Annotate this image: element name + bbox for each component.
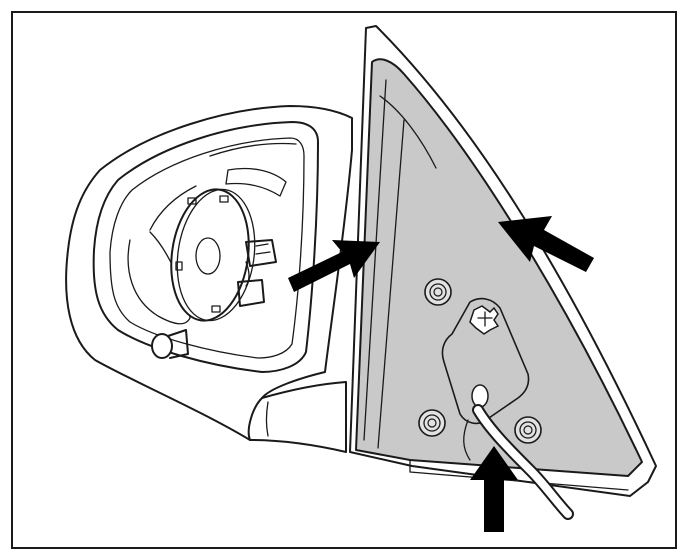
cavity-curve-upper <box>209 142 297 157</box>
actuator-motor <box>170 188 277 322</box>
wire-grommet <box>471 384 489 408</box>
push-arrow-upper-right <box>498 216 594 272</box>
plate-contour-4 <box>409 459 629 491</box>
actuator-tab-3 <box>175 261 183 271</box>
housing-neck <box>249 381 347 453</box>
connector-clip-lower <box>237 279 265 307</box>
housing-rim-step <box>109 137 305 359</box>
housing-neck-curve <box>265 401 269 437</box>
housing-outer-shell <box>65 105 353 441</box>
actuator-pivot <box>195 237 221 275</box>
plate-contour-1 <box>363 79 387 441</box>
center-screw <box>469 305 500 335</box>
push-arrow-bottom <box>470 446 518 532</box>
wire-split-lead <box>463 419 471 461</box>
cavity-ridge <box>225 167 287 197</box>
connector-clip-upper <box>245 239 277 267</box>
knob-head <box>151 333 173 359</box>
screw-boss-lower-left <box>418 409 446 437</box>
mirror-housing <box>65 105 353 453</box>
cavity-curve-left <box>149 185 197 231</box>
actuator-tab-2 <box>219 195 229 203</box>
knob-shaft <box>167 329 189 359</box>
housing-inner-rim <box>92 121 319 373</box>
mirror-pivot-knob <box>151 329 189 359</box>
plate-contour-2 <box>377 119 405 449</box>
actuator-tab-4 <box>211 305 221 313</box>
screw-boss-upper-left <box>424 278 452 306</box>
figure-border <box>11 11 677 549</box>
heater-wire-harness <box>463 404 574 520</box>
actuator-wire <box>245 261 250 287</box>
connector-clip-upper-detail <box>255 243 271 255</box>
push-arrow-left <box>288 240 380 292</box>
plate-contour-3 <box>379 95 437 169</box>
glass-backing-plate <box>355 58 643 477</box>
actuator-disk-back <box>176 188 256 322</box>
wire-core <box>474 406 572 518</box>
actuator-tab-1 <box>187 197 197 205</box>
mirror-glass-assembly <box>349 25 657 497</box>
screw-boss-lower-right <box>514 416 542 444</box>
